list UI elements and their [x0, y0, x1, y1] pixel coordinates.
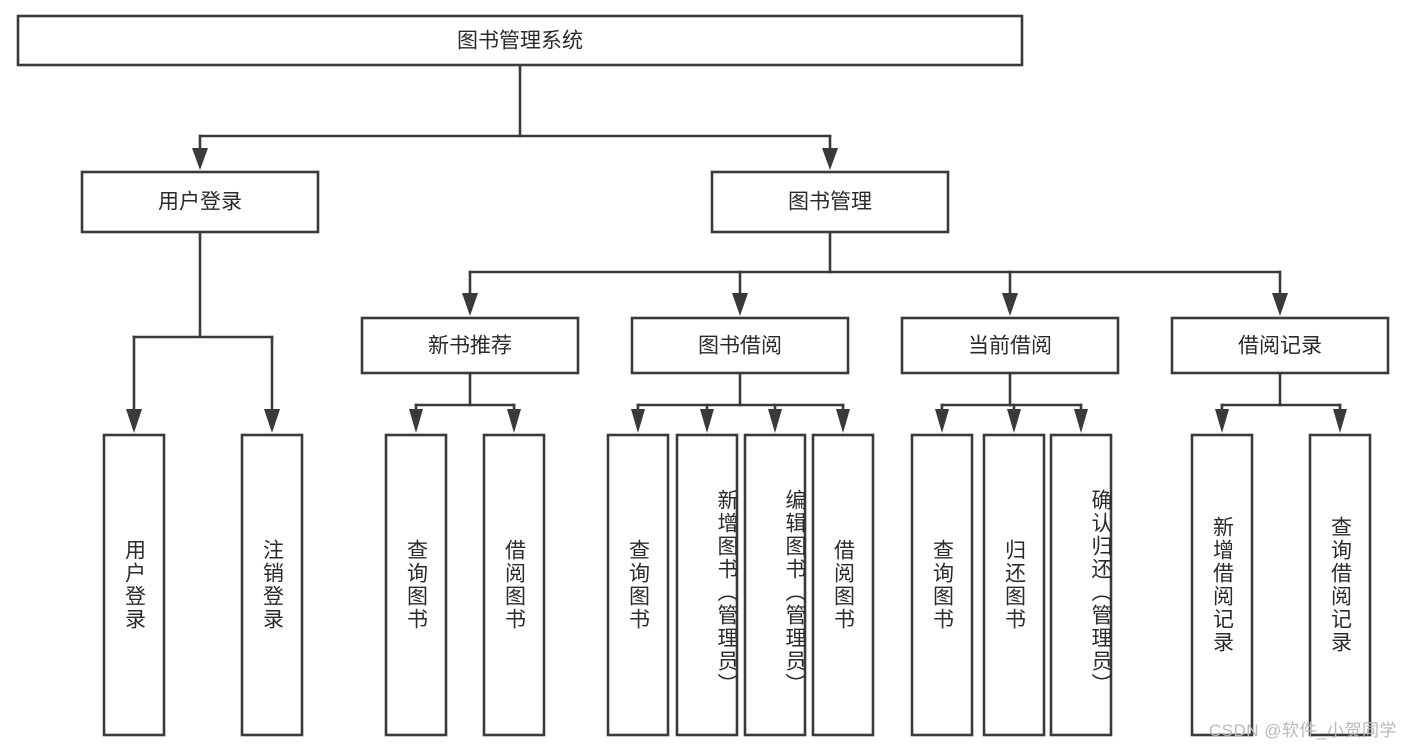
node-borrow-record[interactable]: 借阅记录 — [1170, 316, 1390, 375]
arrow-head-icon — [1002, 293, 1018, 316]
connector-current-borrow-to-leaves — [935, 371, 1088, 433]
leaf-box-edit-book[interactable] — [743, 433, 807, 737]
arrow-head-icon — [462, 293, 478, 316]
arrow-head-icon — [1215, 409, 1229, 433]
leaf-box-user-login[interactable] — [102, 433, 166, 737]
node-label-new-book-recommend: 新书推荐 — [428, 335, 512, 358]
leaf-box-query-record[interactable] — [1308, 433, 1372, 737]
arrow-head-icon — [192, 148, 208, 170]
node-label-user-login: 用户登录 — [158, 191, 242, 214]
leaf-box-add-record[interactable] — [1190, 433, 1254, 737]
leaf-box-logout[interactable] — [240, 433, 304, 737]
node-label-current-borrow: 当前借阅 — [968, 335, 1052, 358]
arrow-head-icon — [1007, 409, 1021, 433]
connector-user-login-to-leaves — [126, 230, 280, 433]
node-current-borrow[interactable]: 当前借阅 — [900, 316, 1120, 375]
arrow-head-icon — [507, 409, 521, 433]
connector-root-to-level2 — [192, 63, 838, 170]
node-user-login[interactable]: 用户登录 — [80, 170, 320, 234]
leaf-box-borrow-book-2[interactable] — [811, 433, 875, 737]
node-box[interactable] — [710, 170, 950, 234]
node-label-book-manage: 图书管理 — [788, 191, 872, 214]
leaf-box-confirm-return[interactable] — [1049, 433, 1113, 737]
arrow-head-icon — [631, 409, 645, 433]
leaf-box-query-book-1[interactable] — [384, 433, 448, 737]
arrow-head-icon — [700, 409, 714, 433]
node-root[interactable]: 图书管理系统 — [16, 14, 1024, 67]
arrow-head-icon — [732, 293, 748, 316]
arrow-head-icon — [822, 148, 838, 170]
leaf-box-add-book[interactable] — [675, 433, 739, 737]
leaf-box-borrow-book-1[interactable] — [482, 433, 546, 737]
node-book-borrow[interactable]: 图书借阅 — [630, 316, 850, 375]
arrow-head-icon — [264, 409, 280, 433]
connector-borrow-record-to-leaves — [1215, 371, 1347, 433]
node-label-book-borrow: 图书借阅 — [698, 335, 782, 358]
connector-book-manage-to-level3 — [462, 230, 1288, 316]
leaf-box-query-book-3[interactable] — [910, 433, 974, 737]
leaf-box-query-book-2[interactable] — [606, 433, 670, 737]
arrow-head-icon — [836, 409, 850, 433]
connector-book-borrow-to-leaves — [631, 371, 850, 433]
node-box[interactable] — [360, 316, 580, 375]
node-box[interactable] — [80, 170, 320, 234]
leaf-box-return-book[interactable] — [982, 433, 1046, 737]
arrow-head-icon — [126, 409, 142, 433]
arrow-head-icon — [935, 409, 949, 433]
node-new-book-recommend[interactable]: 新书推荐 — [360, 316, 580, 375]
node-box[interactable] — [1170, 316, 1390, 375]
arrow-head-icon — [1333, 409, 1347, 433]
node-box[interactable] — [16, 14, 1024, 67]
node-box[interactable] — [630, 316, 850, 375]
node-box[interactable] — [900, 316, 1120, 375]
arrow-head-icon — [768, 409, 782, 433]
connector-new-book-recommend-to-leaves — [409, 371, 521, 433]
node-label-borrow-record: 借阅记录 — [1238, 335, 1322, 358]
node-label-root: 图书管理系统 — [457, 30, 583, 53]
arrow-head-icon — [1074, 409, 1088, 433]
watermark-text: CSDN @软件_小贺同学 — [1208, 721, 1397, 740]
node-book-manage[interactable]: 图书管理 — [710, 170, 950, 234]
arrow-head-icon — [1272, 293, 1288, 316]
arrow-head-icon — [409, 409, 423, 433]
